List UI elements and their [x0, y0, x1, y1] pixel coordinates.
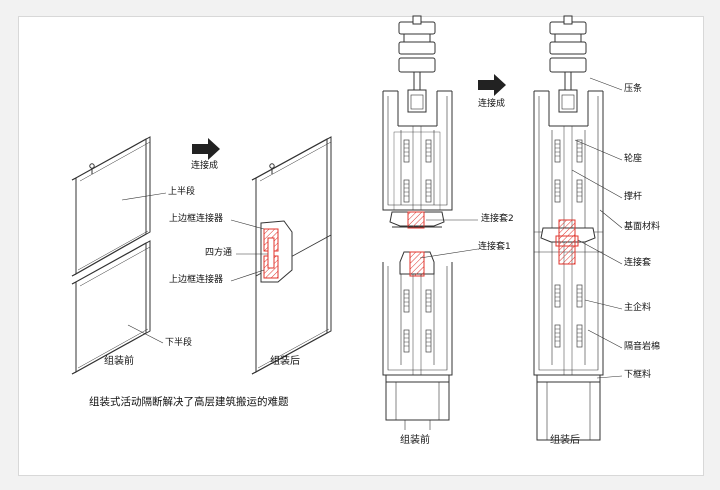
part-label-main-stile: 主企料 [624, 303, 652, 313]
figure-frame [18, 16, 704, 476]
part-label-connector-sleeve: 连接套 [624, 258, 652, 268]
before-bottom-section [382, 251, 453, 430]
joined-connector [540, 219, 596, 265]
caption-after-left: 组装后 [270, 356, 300, 367]
label-upper-frame-connector-a: 上边框连接器 [169, 214, 224, 224]
lower-panel-before [71, 240, 151, 375]
upper-panel-before [71, 136, 151, 277]
note-text: 组装式活动隔断解决了高层建筑搬运的难题 [89, 396, 289, 408]
left-arrow-icon [192, 138, 220, 160]
right-arrow-label: 连接成 [478, 99, 506, 109]
label-upper-frame-connector-b: 上边框连接器 [169, 275, 224, 285]
left-arrow-label: 连接成 [191, 161, 219, 171]
label-square-tube: 四方通 [205, 248, 233, 258]
right-arrow-icon [478, 74, 506, 96]
part-label-bottom-frame: 下框料 [624, 370, 652, 380]
label-lower-half: 下半段 [165, 338, 193, 348]
part-label-wheel-seat: 轮座 [624, 154, 643, 164]
label-connector-sleeve-1: 连接套1 [478, 242, 511, 252]
assembled-panel [251, 136, 332, 375]
label-connector-sleeve-2: 连接套2 [481, 214, 514, 224]
before-top-section [382, 15, 453, 211]
caption-before-right: 组装前 [400, 435, 430, 446]
part-label-support-rod: 撑杆 [624, 192, 643, 202]
after-section [533, 15, 604, 441]
part-label-base-material: 基面材料 [624, 222, 661, 232]
connector-sleeve-2 [389, 211, 445, 229]
caption-after-right: 组装后 [550, 435, 580, 446]
part-label-pressing-strip: 压条 [624, 84, 643, 94]
label-upper-half: 上半段 [168, 187, 196, 197]
part-label-rock-wool: 隔音岩棉 [624, 342, 661, 352]
caption-before-left: 组装前 [104, 356, 134, 367]
cutaway-connector [260, 220, 293, 283]
